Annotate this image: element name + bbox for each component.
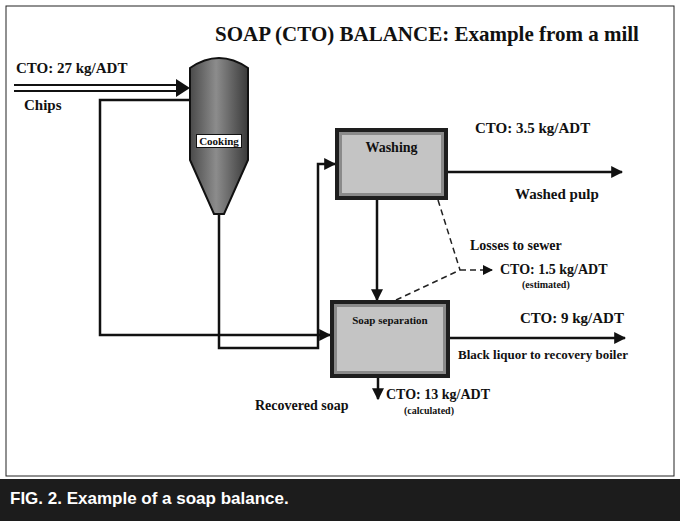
flow-label: Chips xyxy=(24,97,62,114)
flow-connector xyxy=(219,164,335,348)
flow-connector xyxy=(100,100,330,335)
flow-label: Recovered soap xyxy=(255,398,348,414)
node-text: Washing xyxy=(365,140,417,156)
black-liquor-arrow xyxy=(450,337,625,340)
process-box: Soap separation xyxy=(330,300,450,378)
frame xyxy=(6,6,674,476)
digester-vessel: Cooking xyxy=(188,52,250,217)
flow-label: CTO: 13 kg/ADT xyxy=(386,387,490,403)
flow-label: CTO: 27 kg/ADT xyxy=(16,60,127,77)
process-box: Washing xyxy=(335,128,448,200)
node-text: Soap separation xyxy=(352,314,428,326)
flow-label: (calculated) xyxy=(404,405,454,417)
caption-bar: FIG. 2. Example of a soap balance. xyxy=(0,479,680,521)
flow-label: CTO: 1.5 kg/ADT xyxy=(500,262,607,278)
node-text: Cooking xyxy=(196,134,242,148)
flow-label: CTO: 3.5 kg/ADT xyxy=(475,120,590,137)
caption: FIG. 2. Example of a soap balance. xyxy=(10,489,289,509)
flow-label: Washed pulp xyxy=(515,186,599,203)
title: SOAP (CTO) BALANCE: Example from a mill xyxy=(215,22,639,46)
recovered-soap-arrow xyxy=(377,378,380,399)
flow-label: Losses to sewer xyxy=(470,238,562,254)
flow-label: CTO: 9 kg/ADT xyxy=(520,310,624,327)
flow-label: (estimated) xyxy=(522,279,570,291)
washed-pulp-arrow xyxy=(448,171,622,174)
chips-arrow xyxy=(14,79,190,97)
flow-label: Black liquor to recovery boiler xyxy=(458,348,628,363)
flow-connector xyxy=(376,200,379,300)
